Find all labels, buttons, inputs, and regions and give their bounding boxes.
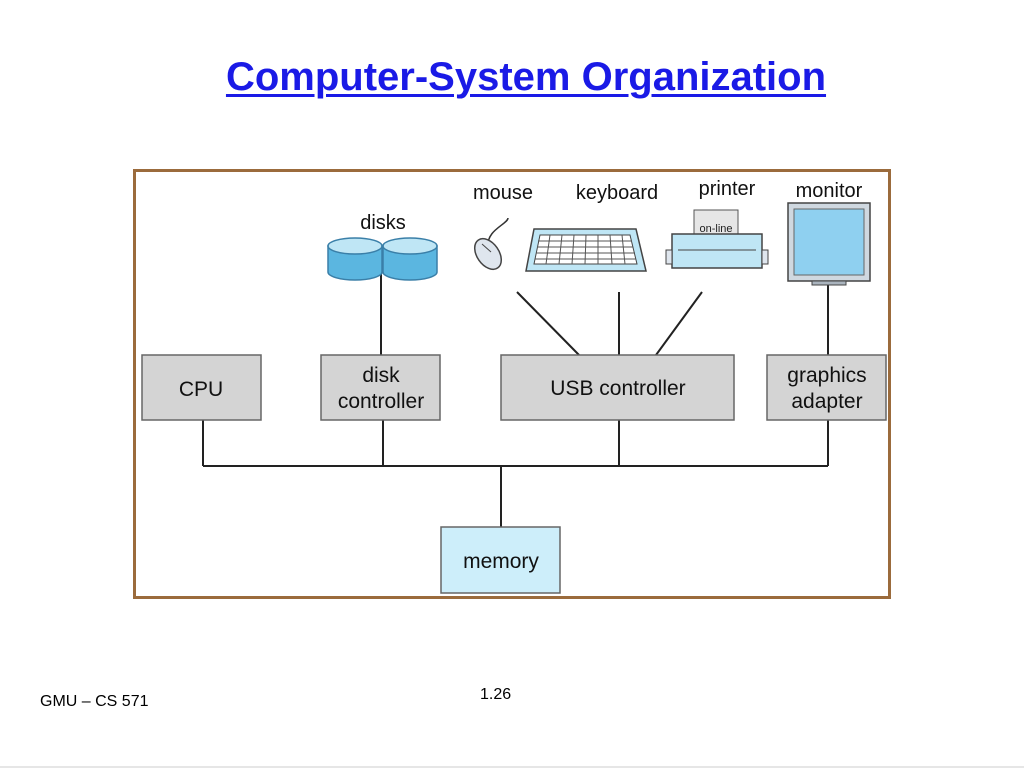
printer-label: printer (699, 178, 756, 200)
system-bus (202, 420, 829, 527)
disks-icon (327, 237, 438, 281)
keyboard-icon (525, 228, 647, 272)
disk-controller-label-line1: disk (362, 364, 400, 387)
usb-controller-box: USB controller (500, 354, 735, 421)
mouse-label: mouse (473, 182, 533, 204)
graphics-adapter-box: graphics adapter (766, 354, 887, 421)
slide-title: Computer-System Organization (225, 55, 827, 99)
disk-controller-box: disk controller (320, 354, 441, 421)
cpu-box: CPU (141, 354, 262, 421)
disks-label: disks (360, 212, 406, 234)
printer-icon: on-line (665, 209, 769, 269)
organization-diagram: CPU disk controller USB controller graph… (141, 178, 887, 594)
cpu-label: CPU (179, 378, 223, 401)
graphics-adapter-label-line1: graphics (787, 364, 866, 387)
monitor-icon (787, 202, 871, 286)
usb-controller-label: USB controller (550, 377, 685, 400)
monitor-label: monitor (796, 180, 863, 202)
mouse-icon (473, 217, 509, 271)
footer-course: GMU – CS 571 (40, 693, 149, 710)
disk-controller-label-line2: controller (338, 390, 424, 413)
keyboard-label: keyboard (576, 182, 658, 204)
memory-box: memory (440, 526, 561, 594)
device-links (380, 271, 829, 356)
printer-panel-text: on-line (699, 223, 732, 235)
page-number: 1.26 (480, 686, 512, 703)
graphics-adapter-label-line2: adapter (791, 390, 862, 413)
diagram-frame: CPU disk controller USB controller graph… (133, 169, 891, 599)
bottom-rule (0, 766, 1024, 768)
memory-label: memory (463, 550, 539, 573)
